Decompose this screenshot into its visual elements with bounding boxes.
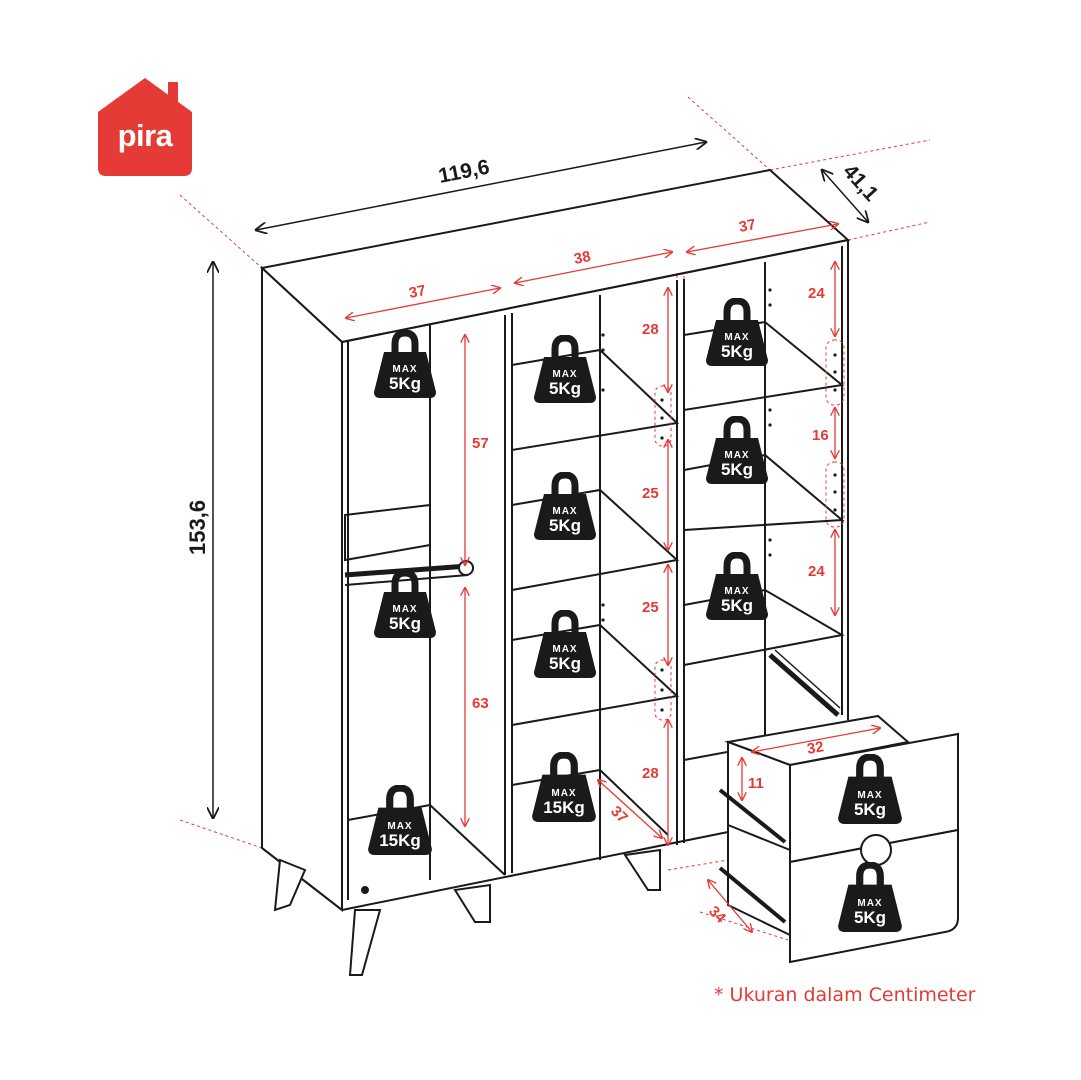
- right-height-1-label: 24: [808, 285, 825, 302]
- drawer-width-label: 32: [806, 738, 825, 758]
- weight-max-label: MAX: [857, 898, 882, 909]
- weight-value: 5Kg: [389, 614, 421, 633]
- weight-max-label: MAX: [552, 506, 577, 517]
- right-height-3-label: 24: [808, 563, 825, 580]
- weight-max-label: MAX: [724, 586, 749, 597]
- middle-height-4-label: 28: [642, 765, 659, 782]
- weight-value: 5Kg: [389, 374, 421, 393]
- drawers: [718, 649, 959, 964]
- weight-value: 5Kg: [549, 516, 581, 535]
- overall-width-label: 119,6: [437, 156, 492, 188]
- weight-value: 15Kg: [543, 798, 585, 817]
- weight-max-label: MAX: [857, 790, 882, 801]
- middle-height-3-label: 25: [642, 599, 659, 616]
- weight-icon-middle-2: MAX 5Kg: [534, 475, 596, 540]
- weight-icon-middle-1: MAX 5Kg: [534, 338, 596, 403]
- middle-height-1-label: 28: [642, 321, 659, 338]
- weight-icon-right-2: MAX 5Kg: [706, 419, 768, 484]
- middle-width-label: 38: [573, 248, 593, 268]
- weight-max-label: MAX: [387, 821, 412, 832]
- pin-hole-highlights: [654, 339, 845, 721]
- weight-max-label: MAX: [724, 450, 749, 461]
- weight-icon-left-top: MAX 5Kg: [374, 333, 436, 398]
- weight-max-label: MAX: [724, 332, 749, 343]
- right-width-label: 37: [738, 216, 758, 236]
- drawer-depth-label: 34: [705, 903, 729, 927]
- weight-value: 5Kg: [854, 800, 886, 819]
- weight-max-label: MAX: [552, 369, 577, 380]
- weight-value: 15Kg: [379, 831, 421, 850]
- logo-wordmark: pira: [117, 118, 173, 153]
- inner-dimension-lines: [346, 224, 880, 932]
- weight-icon-drawer-bottom: MAX 5Kg: [838, 865, 902, 932]
- overall-height-label: 153,6: [185, 500, 210, 555]
- overall-depth-label: 41,1: [838, 160, 883, 206]
- units-footnote: * Ukuran dalam Centimeter: [714, 984, 976, 1006]
- weight-max-label: MAX: [392, 604, 417, 615]
- weight-icon-right-1: MAX 5Kg: [706, 301, 768, 366]
- shelf-pin-holes: [601, 288, 837, 712]
- weight-value: 5Kg: [721, 460, 753, 479]
- weight-max-label: MAX: [552, 644, 577, 655]
- weight-value: 5Kg: [854, 908, 886, 927]
- middle-height-2-label: 25: [642, 485, 659, 502]
- weight-value: 5Kg: [721, 342, 753, 361]
- right-height-2-label: 16: [812, 427, 829, 444]
- weight-max-label: MAX: [392, 364, 417, 375]
- weight-icon-middle-3: MAX 5Kg: [534, 613, 596, 678]
- weight-icon-left-mid: MAX 5Kg: [374, 573, 436, 638]
- weight-icon-middle-4: MAX 15Kg: [532, 755, 596, 822]
- weight-max-label: MAX: [551, 788, 576, 799]
- drawer-height-label: 11: [748, 775, 764, 792]
- weight-icon-drawer-top: MAX 5Kg: [838, 757, 902, 824]
- weight-value: 5Kg: [549, 379, 581, 398]
- left-lower-height-label: 63: [472, 695, 489, 712]
- overall-dimension-lines: [213, 142, 868, 818]
- left-width-label: 37: [408, 282, 428, 302]
- left-upper-height-label: 57: [472, 435, 489, 452]
- house-icon: [98, 78, 192, 176]
- weight-icon-right-3: MAX 5Kg: [706, 555, 768, 620]
- pira-logo: pira: [96, 76, 194, 176]
- weight-value: 5Kg: [721, 596, 753, 615]
- weight-icon-left-bottom: MAX 15Kg: [368, 788, 432, 855]
- weight-value: 5Kg: [549, 654, 581, 673]
